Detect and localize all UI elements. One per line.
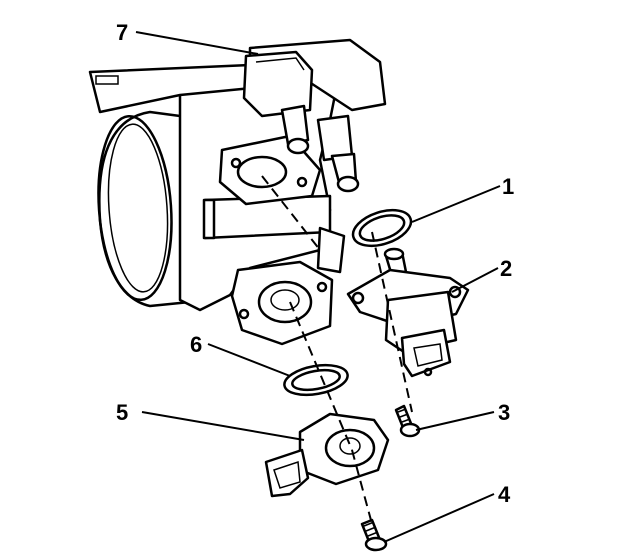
tps-screw	[360, 518, 388, 552]
callouts: 7 1 2 3 4 5 6	[116, 20, 514, 507]
leader-6	[207, 343, 291, 377]
leader-1	[411, 185, 501, 223]
callout-5: 5	[116, 400, 128, 425]
leader-7	[135, 31, 259, 55]
callout-6: 6	[190, 332, 202, 357]
throttle-position-sensor	[264, 412, 390, 498]
leader-2	[451, 267, 499, 293]
callout-4: 4	[498, 482, 511, 507]
callout-7: 7	[116, 20, 128, 45]
coolant-housing	[242, 38, 387, 193]
callout-3: 3	[498, 400, 510, 425]
leader-5	[141, 411, 305, 441]
o-ring-tps	[283, 363, 349, 397]
assembly-lines	[261, 175, 413, 525]
leader-lines	[135, 31, 501, 543]
callout-2: 2	[500, 256, 512, 281]
leader-4	[383, 493, 495, 543]
iac-screw	[394, 404, 421, 438]
o-ring-iac	[351, 208, 413, 248]
leader-3	[415, 411, 495, 431]
callout-1: 1	[502, 174, 514, 199]
iac-valve	[346, 247, 470, 378]
